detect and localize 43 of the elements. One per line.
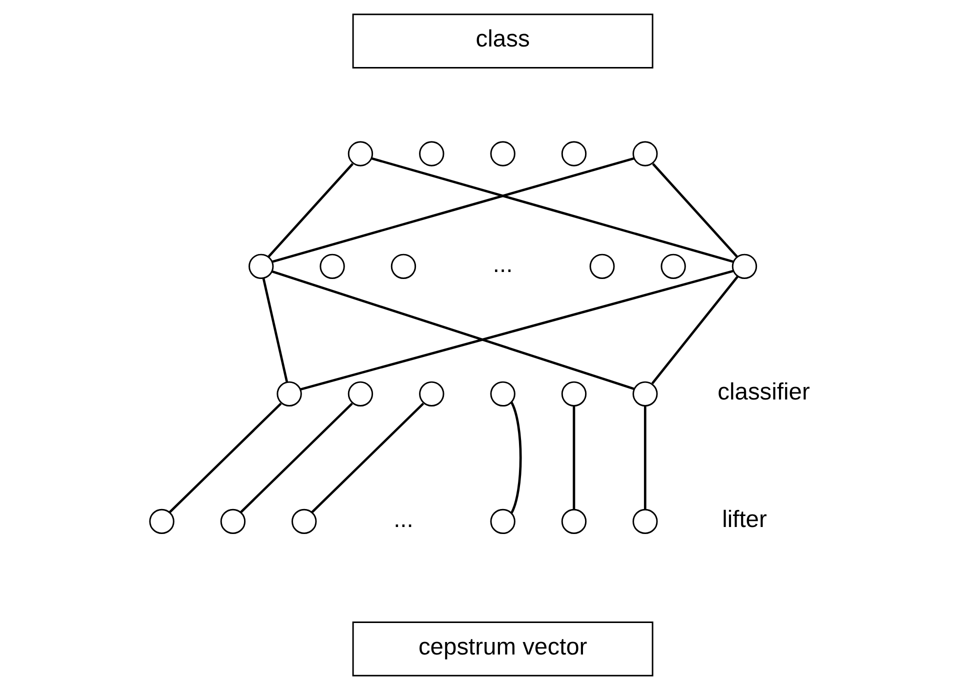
node-circle: [490, 381, 516, 407]
node-circle: [419, 141, 444, 166]
node-circle: [248, 254, 274, 280]
node-circle: [149, 508, 174, 534]
node-box: class: [352, 14, 654, 68]
node-circle: [632, 141, 658, 166]
node-circle: [561, 381, 587, 407]
node-circle: [732, 254, 758, 280]
node-circle: [632, 508, 658, 534]
node-circle: [348, 381, 374, 407]
connector: [644, 406, 646, 510]
node-circle: [490, 141, 516, 166]
connector: [240, 402, 353, 514]
connector: [268, 163, 354, 258]
connector: [272, 157, 634, 263]
node-circle: [276, 381, 302, 407]
node-circle: [590, 254, 615, 280]
node-circle: [292, 508, 317, 534]
label: lifter: [722, 507, 767, 534]
node-box: cepstrum vector: [352, 622, 654, 676]
node-circle: [320, 254, 345, 280]
connector: [371, 157, 734, 263]
label: ...: [492, 252, 513, 278]
node-circle: [561, 141, 587, 166]
connector: [311, 402, 424, 514]
node-circle: [632, 381, 658, 407]
connector: [651, 276, 739, 384]
connector: [272, 270, 634, 390]
connector: [168, 402, 282, 514]
label: ...: [394, 507, 414, 534]
node-circle: [490, 508, 516, 534]
node-circle: [660, 254, 686, 280]
connector: [510, 402, 522, 514]
label: classifier: [718, 380, 810, 406]
connector: [652, 163, 738, 258]
node-circle: [561, 508, 587, 534]
node-circle: [390, 254, 416, 280]
connector: [300, 270, 734, 390]
connector: [262, 278, 288, 382]
connector: [572, 406, 576, 510]
node-circle: [419, 381, 444, 407]
node-circle: [220, 508, 246, 534]
node-circle: [348, 141, 374, 166]
